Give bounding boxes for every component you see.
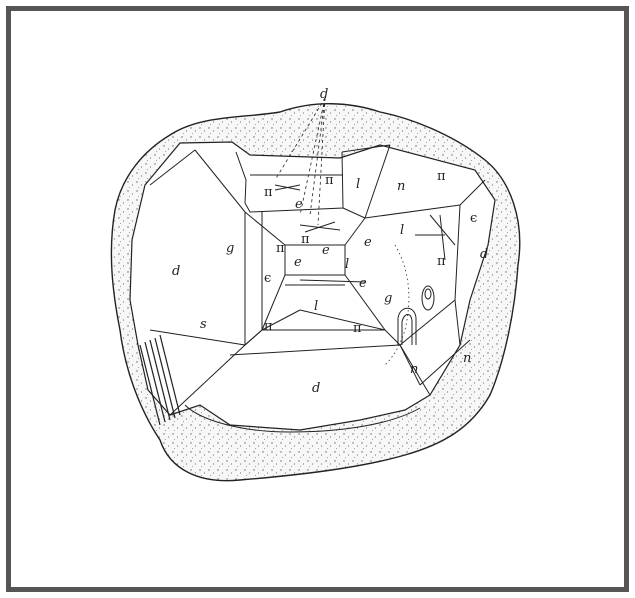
label-right-epsilon: ϵ bbox=[470, 211, 477, 226]
label-inner-l: l bbox=[345, 257, 349, 272]
label-low-pi-left: π bbox=[264, 319, 273, 334]
label-inner-pi-mid: π bbox=[301, 232, 310, 247]
label-top-pi-1: π bbox=[264, 185, 273, 200]
label-inner-e-3: e bbox=[364, 235, 372, 250]
label-top-n: n bbox=[397, 179, 405, 194]
label-top-l: l bbox=[356, 177, 360, 192]
label-right-pi-low: π bbox=[437, 254, 446, 269]
label-right-pi-top: π bbox=[437, 169, 446, 184]
label-n-lower-right: n bbox=[463, 351, 471, 366]
label-s: s bbox=[200, 317, 207, 332]
label-inner-e-low: e bbox=[359, 276, 367, 291]
label-top-e: e bbox=[295, 197, 303, 212]
label-inner-e-2: e bbox=[322, 243, 330, 258]
label-top-d: d bbox=[320, 87, 328, 102]
label-mid-l: l bbox=[314, 299, 318, 314]
label-right-d: d bbox=[480, 247, 488, 262]
label-g-right: g bbox=[384, 291, 392, 306]
label-n-lower-mid: n bbox=[410, 362, 418, 377]
label-inner-e-1: e bbox=[294, 255, 302, 270]
label-top-pi-2: π bbox=[325, 173, 334, 188]
label-inner-pi-left: π bbox=[276, 241, 285, 256]
label-left-d: d bbox=[172, 264, 180, 279]
label-low-pi-right: π bbox=[353, 321, 362, 336]
label-right-l: l bbox=[400, 223, 404, 238]
label-g-left: g bbox=[226, 241, 234, 256]
label-epsilon-left: ϵ bbox=[264, 271, 271, 286]
label-bottom-d: d bbox=[312, 381, 320, 396]
